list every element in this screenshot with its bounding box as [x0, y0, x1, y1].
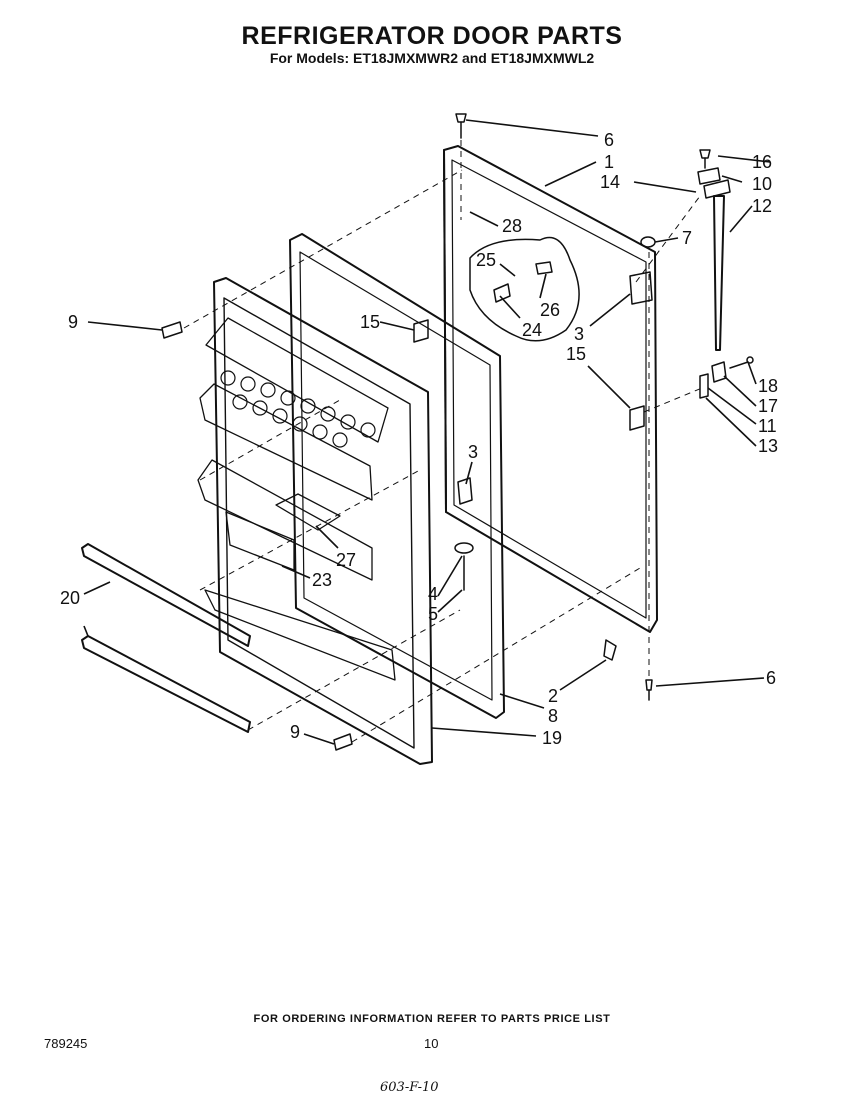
- cutaway-detail: [469, 236, 580, 342]
- callout-6-bottom: 6: [766, 668, 776, 688]
- handwritten-mark: 603-F-10: [380, 1080, 439, 1095]
- callout-5: 5: [428, 604, 438, 624]
- callout-24: 24: [522, 320, 542, 340]
- callout-15-right: 15: [566, 344, 586, 364]
- models-subtitle: For Models: ET18JMXMWR2 and ET18JMXMWL2: [269, 50, 595, 66]
- callout-9-bottom: 9: [290, 722, 300, 742]
- callout-15-left: 15: [360, 312, 380, 332]
- callout-27: 27: [336, 550, 356, 570]
- callout-18: 18: [758, 376, 778, 396]
- catalog-number: 789245: [44, 1036, 88, 1051]
- door-shelves: [81, 543, 251, 733]
- callout-3-right: 3: [574, 324, 584, 344]
- hardware: [161, 113, 754, 751]
- door-gasket: [289, 233, 505, 719]
- callout-12: 12: [752, 196, 772, 216]
- callout-11: 11: [758, 416, 777, 436]
- door-liner: [197, 277, 433, 765]
- callout-23: 23: [312, 570, 332, 590]
- callout-16: 16: [752, 152, 772, 172]
- callout-14: 14: [600, 172, 620, 192]
- callout-25: 25: [476, 250, 496, 270]
- callout-9-left: 9: [68, 312, 78, 332]
- callout-13: 13: [758, 436, 778, 456]
- outer-door-panel: [443, 145, 658, 633]
- egg-holder: [220, 370, 376, 448]
- callout-labels: 6 1 16 14 10 12 28 7 25 26 9 15 24 3 15 …: [60, 130, 778, 748]
- callout-20: 20: [60, 588, 80, 608]
- callout-17: 17: [758, 396, 778, 416]
- page-title: REFRIGERATOR DOOR PARTS: [241, 22, 623, 50]
- callout-26: 26: [540, 300, 560, 320]
- callout-7: 7: [682, 228, 692, 248]
- callout-3-middle: 3: [468, 442, 478, 462]
- page-number: 10: [424, 1036, 439, 1051]
- callout-8: 8: [548, 706, 558, 726]
- callout-19: 19: [542, 728, 562, 748]
- callout-6-top: 6: [604, 130, 614, 150]
- callout-28: 28: [502, 216, 522, 236]
- ordering-note: FOR ORDERING INFORMATION REFER TO PARTS …: [253, 1013, 611, 1025]
- callout-2: 2: [548, 686, 558, 706]
- callout-4: 4: [428, 584, 438, 604]
- callout-1: 1: [604, 152, 614, 172]
- callout-10: 10: [752, 174, 772, 194]
- hinge-rod: [703, 179, 731, 351]
